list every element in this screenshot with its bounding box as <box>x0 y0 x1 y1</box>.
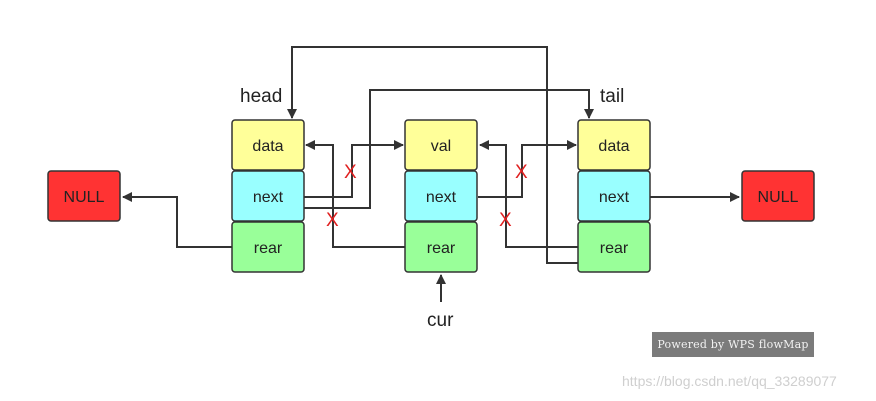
head-rear-cell <box>231 221 305 273</box>
cur-rear-label: rear <box>427 240 456 257</box>
head-next-cell <box>231 170 305 222</box>
head-data-cell <box>231 119 305 171</box>
cur-next-cell <box>404 170 478 222</box>
null-right-box: NULL <box>741 170 815 222</box>
x-mark: X <box>344 162 357 183</box>
head-label: head <box>240 86 282 107</box>
tail-data-cell <box>577 119 651 171</box>
head-next-label: next <box>253 189 284 206</box>
cur-rear-cell <box>404 221 478 273</box>
x-mark: X <box>326 210 339 231</box>
null-right-label: NULL <box>758 189 799 206</box>
tail-rear-cell <box>577 221 651 273</box>
null-left-label: NULL <box>64 189 105 206</box>
arrow-cur-rear-to-head-data <box>305 140 405 248</box>
tail-next-cell <box>577 170 651 222</box>
arrow-head-next-to-val <box>304 140 404 198</box>
tail-rear-label: rear <box>600 240 629 257</box>
connectors <box>122 46 740 302</box>
tail-data-label: data <box>598 138 629 155</box>
null-left-box: NULL <box>47 170 121 222</box>
cur-next-label: next <box>426 189 457 206</box>
cur-label: cur <box>427 310 454 331</box>
node-head: data next rear <box>231 119 305 273</box>
tail-next-label: next <box>599 189 630 206</box>
arrow-head-next-to-tail-data <box>304 89 594 209</box>
node-cur: val next rear <box>404 119 478 273</box>
x-mark: X <box>499 210 512 231</box>
tail-label: tail <box>600 86 624 107</box>
node-tail: data next rear <box>577 119 651 273</box>
arrow-cur-next-to-tail-data <box>478 140 577 198</box>
watermark-url: https://blog.csdn.net/qq_33289077 <box>622 373 837 389</box>
powered-by-badge: Powered by WPS flowMap <box>652 332 814 357</box>
arrow-tail-rear-to-head-data <box>287 46 578 264</box>
head-rear-label: rear <box>254 240 283 257</box>
cur-val-label: val <box>431 138 451 155</box>
arrow-tail-rear-to-val <box>479 140 578 248</box>
cur-val-cell <box>404 119 478 171</box>
x-mark: X <box>515 162 528 183</box>
head-data-label: data <box>252 138 283 155</box>
arrow-head-rear-to-null <box>122 192 232 248</box>
